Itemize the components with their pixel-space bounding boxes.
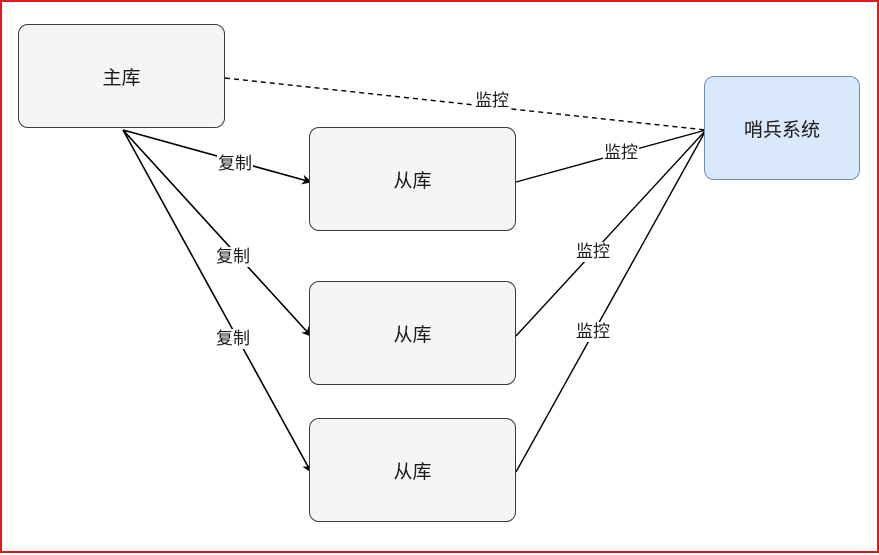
slave-node-3-label: 从库 xyxy=(393,460,432,483)
monitor-edge-slave-2 xyxy=(515,129,707,337)
replicate-edge-3 xyxy=(122,129,312,473)
slave-node-3: 从库 xyxy=(309,418,516,522)
monitor-label-master: 监控 xyxy=(474,91,510,111)
slave-node-1-label: 从库 xyxy=(393,169,432,192)
sentinel-node-label: 哨兵系统 xyxy=(743,118,820,141)
master-node-label: 主库 xyxy=(102,66,141,89)
monitor-label-slave-1: 监控 xyxy=(603,143,639,163)
monitor-label-slave-3: 监控 xyxy=(575,322,611,342)
slave-node-1: 从库 xyxy=(309,127,516,231)
slave-node-2: 从库 xyxy=(309,281,516,385)
replicate-label-1: 复制 xyxy=(217,154,253,174)
sentinel-node: 哨兵系统 xyxy=(704,76,860,180)
replicate-edge-2 xyxy=(122,129,312,337)
monitor-label-slave-2: 监控 xyxy=(575,242,611,262)
replicate-label-3: 复制 xyxy=(215,329,251,349)
monitor-edge-master xyxy=(224,77,707,131)
master-node: 主库 xyxy=(18,24,225,128)
replicate-label-2: 复制 xyxy=(215,247,251,267)
slave-node-2-label: 从库 xyxy=(393,323,432,346)
monitor-edge-slave-3 xyxy=(515,129,707,473)
